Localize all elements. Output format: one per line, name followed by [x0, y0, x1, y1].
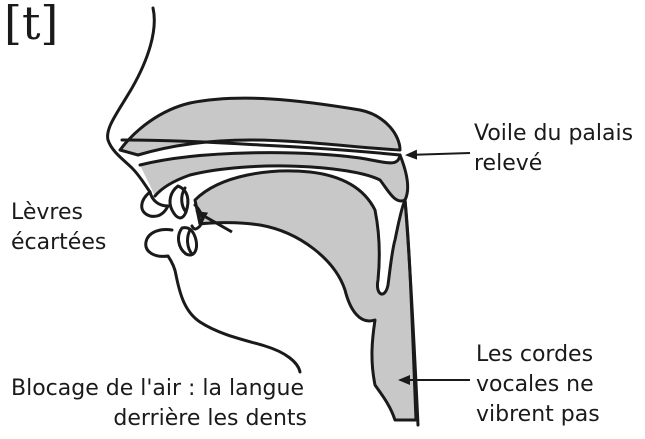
label-cordes-line-1: Les cordes	[476, 340, 600, 370]
label-cordes-vocales: Les cordes vocales ne vibrent pas	[476, 340, 600, 430]
label-blocage-line-1: Blocage de l'air : la langue	[11, 374, 307, 404]
arrow-voile	[407, 153, 470, 155]
lower-lip	[146, 230, 176, 276]
label-levres-line-2: écartées	[11, 228, 106, 258]
label-blocage-line-2: derrière les dents	[11, 404, 307, 434]
phoneme-symbol: [t]	[4, 0, 58, 46]
label-voile-line-2: relevé	[474, 149, 633, 179]
chin-and-neck	[176, 275, 300, 372]
label-cordes-line-3: vibrent pas	[476, 400, 600, 430]
label-cordes-line-2: vocales ne	[476, 370, 600, 400]
label-voile-du-palais: Voile du palais relevé	[474, 119, 633, 179]
label-levres-line-1: Lèvres	[11, 198, 106, 228]
label-blocage: Blocage de l'air : la langue derrière le…	[11, 374, 307, 434]
upper-lip-front	[150, 192, 168, 206]
label-voile-line-1: Voile du palais	[474, 119, 633, 149]
label-levres: Lèvres écartées	[11, 198, 106, 258]
